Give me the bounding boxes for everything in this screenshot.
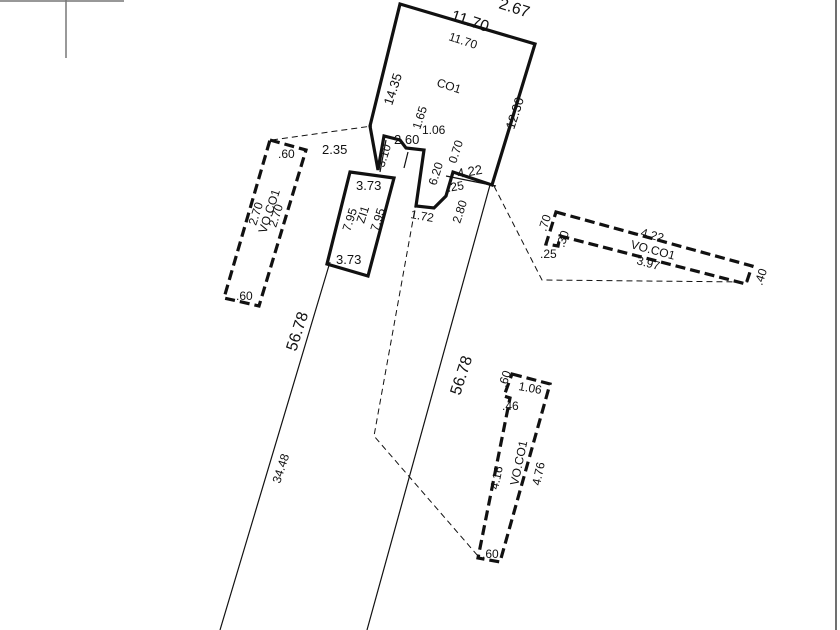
vo-right-end-d-label: .40 [752,266,771,287]
zi1-right-label: 7.95 [368,206,389,233]
vo-bottom-bottom-label: .60 [482,547,499,561]
co1-notch-d-label: 2.35 [322,142,347,157]
zi1-top-label: 3.73 [356,178,381,193]
vo-bottom-notch-b-label: .46 [502,399,519,413]
vo-right-bottom-label: 3.97 [635,253,661,273]
co1-notch-i-label: .25 [446,178,465,195]
zi1-bottom-label: 3.73 [336,252,361,267]
co1-notch-g-label: 6.20 [426,160,447,187]
co1-notch-f-label: 0.70 [446,138,467,165]
zi1-code-label: ZI1 [354,204,373,225]
parcel-left-long-label: 56.78 [284,310,313,353]
co1-notch-b-label: 1.06 [422,123,446,137]
parcel-lines [219,184,491,630]
top-partial-label: 2.67 [497,0,532,21]
vo-left-side-b-label: 2.70 [266,202,287,229]
vo-right-end-b-label: .30 [554,228,573,249]
vo-bottom-outline [476,372,552,564]
vo-right-top-label: 4.22 [639,225,665,245]
vo-right-outline [543,210,755,286]
vo-right-end-a-label: .70 [536,212,555,233]
co1-notch-a-label: 1.65 [410,104,431,131]
co1-top-inner-label: 11.70 [447,30,479,52]
zi1-outline [325,170,397,278]
vo-bottom-left-label: 4.16 [487,465,506,491]
co1-left-label: 14.35 [381,71,405,107]
vo-right-end-c-label: .25 [540,247,557,261]
vo-left-outline [221,138,309,308]
co1-right-label: 12.30 [503,95,527,131]
co1-notch-e-label: 3.10 [374,142,395,169]
vo-left-bottom-label: .60 [236,289,253,303]
parcel-right-long-label: 56.78 [448,354,477,397]
zi1-left-label: 7.95 [340,206,361,233]
vo-left-top-label: .60 [278,147,295,161]
main-building-co1 [368,1,538,210]
vo-bottom-right-label: 4.76 [529,461,548,487]
co1-notch-c-label: 2.60 [394,132,419,147]
vo-left-side-a-label: 2.70 [246,200,267,227]
co1-notch-j-label: 2.80 [450,198,471,225]
co1-notch-h-label: 4.22 [456,162,484,181]
vo-bottom-notch-a-label: .60 [496,368,515,389]
vo-bottom-top-label: 1.06 [517,379,543,397]
corner-mark [0,0,124,58]
co1-notch-k-label: 1.72 [409,207,435,225]
connector-lines [271,125,749,557]
parcel-left-short-label: 34.48 [270,452,293,485]
co1-code-label: CO1 [435,76,463,97]
